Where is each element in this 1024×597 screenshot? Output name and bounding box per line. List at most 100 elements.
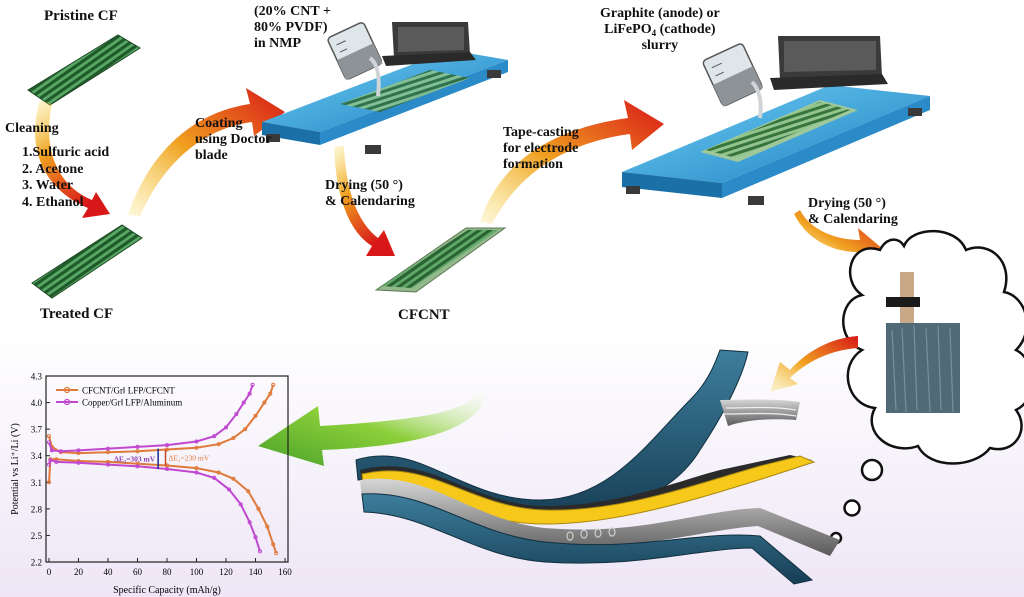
drying-2-line-1: Drying (50 °)	[808, 196, 886, 211]
pristine-cf-label: Pristine CF	[44, 8, 118, 24]
tape-casting-line-3: formation	[503, 157, 563, 173]
x-tick-label: 60	[133, 567, 143, 577]
lifepo-text: LiFePO	[604, 22, 652, 38]
x-tick-label: 120	[219, 567, 233, 577]
legend-label: Copper/Gr‖ LFP/Aluminum	[82, 398, 182, 408]
series-1-discharge-point	[231, 476, 236, 481]
series-2-charge-point	[105, 446, 111, 451]
pristine-fiber-bundle	[27, 34, 141, 106]
cleaning-step-4: 4. Ethanol	[22, 194, 84, 210]
electrode-slurry-line-1: Graphite (anode) or	[600, 6, 720, 21]
cleaning-label: Cleaning	[5, 121, 59, 136]
series-2-discharge-point	[105, 462, 111, 467]
series-1-discharge-point	[246, 489, 251, 494]
series-1-charge-point	[231, 435, 236, 441]
x-tick-label: 80	[163, 567, 173, 577]
legend-marker	[63, 398, 71, 406]
y-tick-label: 2.8	[31, 504, 43, 514]
series-2-discharge-point	[226, 487, 232, 492]
y-tick-label: 2.2	[31, 558, 42, 568]
delta-e1-label: ΔE₁=230 mV	[169, 453, 210, 462]
series-2-charge-point	[234, 412, 239, 417]
series-2-discharge-point	[46, 462, 52, 467]
series-2-charge-point	[135, 444, 140, 449]
series-2-charge-point	[212, 434, 217, 439]
electrode-slurry-label: Graphite (anode) or LiFePO4 (cathode) sl…	[600, 6, 720, 55]
x-tick-label: 20	[74, 567, 84, 577]
series-1-charge-point	[194, 445, 199, 450]
y-tick-label: 4.3	[31, 372, 43, 382]
series-1-discharge-point	[105, 459, 111, 464]
tape-casting-label: Tape-casting for electrode formation	[503, 125, 579, 173]
doctor-blade-platform-1	[262, 22, 508, 154]
series-1-discharge-point	[194, 466, 199, 471]
cleaning-arrow	[35, 100, 110, 218]
series-1-charge-point	[253, 413, 258, 418]
x-axis-label: Specific Capacity (mAh/g)	[113, 585, 221, 596]
series-2-discharge-point	[194, 470, 199, 475]
series-1-discharge-point	[274, 551, 279, 556]
drying-label-2: Drying (50 °) & Calendaring	[808, 196, 898, 228]
series-1-discharge-point	[271, 542, 276, 547]
flexible-battery-layers	[355, 349, 840, 585]
y-tick-label: 3.4	[31, 451, 43, 461]
series-1-charge-point	[271, 382, 276, 387]
series-1-charge-point	[262, 400, 267, 405]
cloud-to-battery-arrow	[770, 336, 858, 392]
treated-fiber-bundle	[31, 224, 143, 299]
drying-1-line-2: & Calendaring	[325, 194, 415, 210]
cnt-slurry-line-2: 80% PVDF)	[254, 20, 328, 36]
cleaning-steps: 1.Sulfuric acid 2. Acetone 3. Water 4. E…	[22, 145, 109, 211]
series-2-charge-point	[49, 448, 54, 453]
series-1-discharge-point	[135, 461, 140, 466]
cleaning-step-1: 1.Sulfuric acid	[22, 145, 110, 160]
series-2-charge-point	[46, 440, 52, 445]
series-2-charge-point	[241, 400, 246, 405]
cathode-text: (cathode)	[656, 22, 716, 38]
coating-arrow	[128, 88, 285, 216]
coating-line-2: using Doctor	[195, 132, 272, 148]
drying-arrow-1	[334, 146, 395, 256]
drying-1-line-1: Drying (50 °)	[325, 178, 403, 193]
electrode-slurry-line-2: LiFePO4 (cathode)	[600, 22, 720, 38]
series-2-discharge-point	[247, 520, 252, 525]
y-tick-label: 3.1	[31, 478, 42, 488]
thought-cloud	[829, 229, 1024, 545]
drying-label-1: Drying (50 °) & Calendaring	[325, 178, 415, 210]
series-1-discharge-line	[48, 458, 278, 554]
series-2-discharge-point	[48, 458, 53, 463]
cfcnt-fiber-bundle	[374, 227, 507, 293]
lifepo-subscript: 4	[651, 28, 657, 39]
y-axis-ticks: 2.22.52.83.13.43.74.04.3	[31, 372, 50, 568]
y-tick-label: 3.7	[31, 425, 43, 435]
series-2-discharge-point	[164, 466, 170, 472]
series-1-charge-point	[76, 451, 81, 456]
x-tick-label: 140	[249, 567, 263, 577]
series-2-discharge-line	[48, 458, 261, 552]
y-axis-label: Potential vs Li⁺/Li (V)	[10, 423, 21, 515]
series-2-charge-point	[250, 382, 255, 387]
tape-casting-line-2: for electrode	[503, 141, 579, 157]
cnt-slurry-label: (20% CNT + 80% PVDF) in NMP	[254, 4, 331, 52]
series-2-charge-point	[194, 439, 199, 444]
series-1-discharge-point	[54, 457, 59, 462]
x-tick-label: 40	[103, 567, 113, 577]
chart-curves	[46, 382, 279, 556]
cleaning-step-2: 2. Acetone	[22, 161, 84, 177]
drying-2-line-2: & Calendaring	[808, 212, 898, 228]
coating-line-3: blade	[195, 148, 228, 164]
series-1-charge-line	[48, 384, 275, 455]
treated-cf-label: Treated CF	[40, 306, 114, 322]
series-1-discharge-point	[46, 480, 52, 485]
x-tick-label: 160	[278, 567, 292, 577]
cfcnt-label: CFCNT	[398, 307, 450, 323]
cnt-slurry-line-1: (20% CNT +	[254, 4, 331, 19]
series-1-charge-point	[46, 434, 52, 439]
series-2-discharge-point	[253, 535, 258, 540]
y-tick-label: 4.0	[31, 398, 43, 408]
